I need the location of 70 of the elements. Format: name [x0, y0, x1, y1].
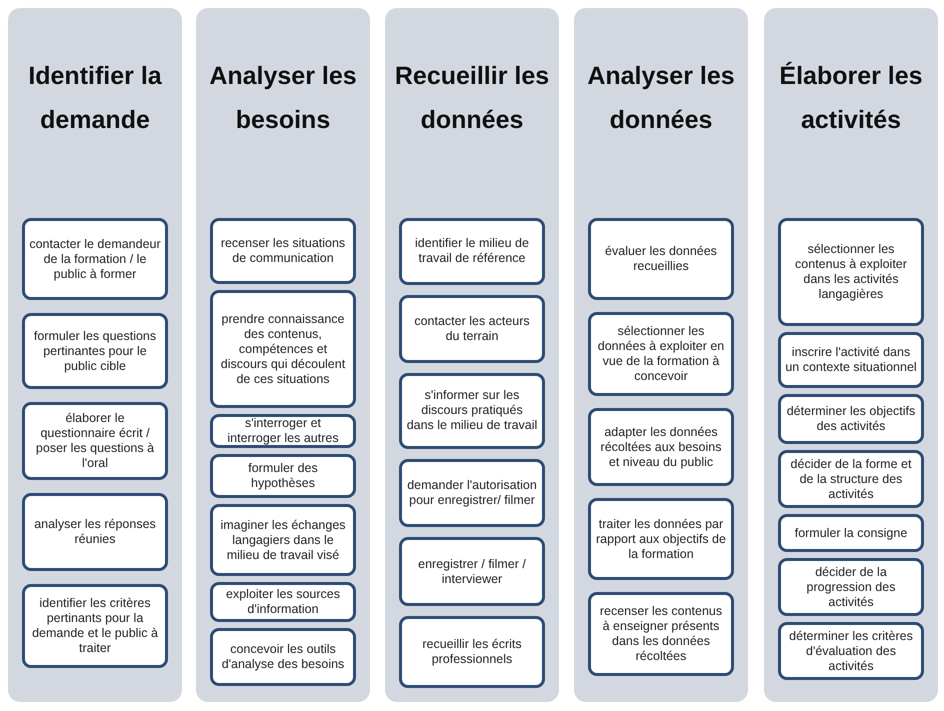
step-text: concevoir les outils d'analyse des besoins — [220, 642, 346, 672]
step-box — [210, 454, 356, 498]
column-title: Analyser les données — [586, 61, 736, 136]
step-box — [210, 582, 356, 622]
step-text: adapter les données récoltées aux besoins et niveau du public — [600, 424, 722, 470]
step-box — [588, 592, 734, 676]
step-box — [399, 294, 545, 363]
step-box — [210, 290, 356, 408]
step-box — [399, 218, 545, 285]
step-text: exploiter les sources d'information — [225, 587, 341, 617]
step-box — [210, 628, 356, 686]
step-text: décider de la progression des activités — [806, 564, 896, 610]
step-box — [399, 458, 545, 528]
step-box — [399, 372, 545, 449]
step-text: identifier les critères pertinants pour la demande et le public à traiter — [31, 596, 159, 656]
step-box — [588, 408, 734, 486]
step-box — [588, 498, 734, 580]
phase-column — [196, 8, 370, 702]
step-text: s'informer sur les discours pratiqués dans le milieu de travail — [406, 388, 538, 434]
column-title: Recueillir les données — [394, 61, 550, 136]
step-text: demander l'autorisation pour enregistrer/ filmer — [406, 478, 538, 508]
step-text: s'interroger et interroger les autres — [226, 416, 340, 446]
step-box — [399, 616, 545, 688]
phase-column — [385, 8, 559, 702]
step-text: sélectionner les données à exploiter en vue de la formation à concevoir — [596, 324, 726, 384]
phase-column — [8, 8, 182, 702]
step-box — [22, 584, 168, 668]
step-text: contacter les acteurs du terrain — [413, 314, 531, 344]
step-text: enregistrer / filmer / interviewer — [417, 556, 527, 587]
step-text: recueillir les écrits professionnels — [421, 636, 523, 667]
step-box — [778, 450, 924, 508]
column-title: Identifier la demande — [27, 61, 163, 136]
step-text: formuler des hypothèses — [247, 461, 319, 491]
step-box — [210, 218, 356, 284]
step-text: formuler la consigne — [794, 526, 908, 540]
step-text: contacter le demandeur de la formation / le public à former — [29, 236, 161, 282]
step-box — [399, 537, 545, 606]
step-text: recenser les contenus à enseigner présents dans les données récoltées — [598, 604, 724, 664]
step-box — [22, 313, 168, 389]
column-title: Élaborer les activités — [778, 60, 924, 136]
step-box — [210, 414, 356, 448]
step-box — [778, 622, 924, 680]
step-box — [22, 493, 168, 571]
step-box — [778, 514, 924, 552]
step-text: prendre connaissance des contenus, compétences et discours qui découlent de ces situations — [220, 312, 346, 386]
step-text: inscrire l'activité dans un contexte situationnel — [785, 345, 917, 375]
step-box — [588, 312, 734, 396]
step-box — [778, 332, 924, 388]
step-text: déterminer les objectifs des activités — [786, 404, 916, 434]
phase-column — [764, 8, 938, 702]
step-text: formuler les questions pertinantes pour le public cible — [32, 328, 158, 374]
step-box — [22, 218, 168, 300]
step-box — [588, 218, 734, 300]
phase-column — [574, 8, 748, 702]
step-text: évaluer les données recueillies — [604, 244, 718, 274]
step-text: élaborer le questionnaire écrit / poser les questions à l'oral — [34, 411, 156, 471]
step-text: déterminer les critères d'évaluation des activités — [788, 628, 914, 674]
step-box — [210, 504, 356, 576]
step-box — [778, 558, 924, 616]
step-text: sélectionner les contenus à exploiter dans les activités langagières — [794, 242, 908, 302]
step-text: décider de la forme et de la structure des activités — [790, 456, 912, 502]
step-box — [778, 218, 924, 326]
step-box — [778, 394, 924, 444]
step-text: recenser les situations de communication — [220, 236, 346, 266]
step-text: analyser les réponses réunies — [33, 517, 157, 547]
step-box — [22, 402, 168, 480]
column-title: Analyser les besoins — [208, 61, 358, 136]
step-text: traiter les données par rapport aux objectifs de la formation — [595, 516, 727, 562]
step-text: identifier le milieu de travail de référence — [414, 236, 530, 266]
step-text: imaginer les échanges langagiers dans le milieu de travail visé — [219, 518, 347, 562]
